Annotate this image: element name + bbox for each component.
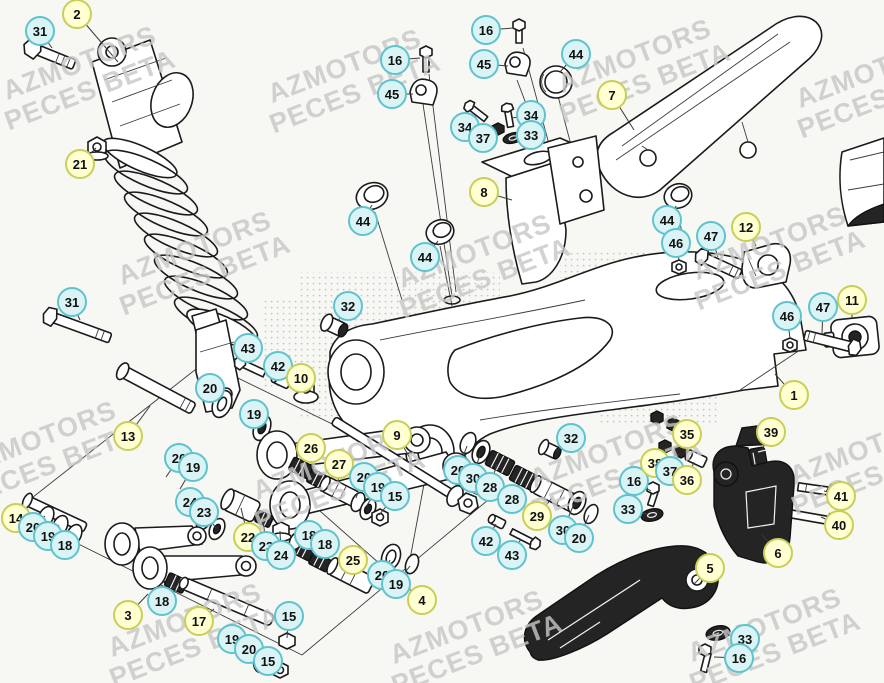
pivot-shaft-9 <box>331 416 479 515</box>
chain-guard <box>596 15 823 199</box>
dust-cap-44b <box>425 218 455 246</box>
bolt-16c <box>646 481 660 508</box>
bolt-16d <box>698 643 713 674</box>
bolt-34a <box>463 99 489 123</box>
shock-absorber <box>91 37 259 413</box>
washer-33a <box>502 131 524 145</box>
dust-cap-44c <box>663 182 693 210</box>
hose-clamp-45b <box>504 51 531 77</box>
shock-lower-nut <box>85 136 109 161</box>
bearing-cluster-b <box>291 540 420 594</box>
bushing-32b <box>537 438 562 460</box>
shock-upper-bolt <box>23 37 77 70</box>
nut-46a <box>671 259 687 275</box>
bolt-41 <box>796 482 841 499</box>
dust-cap-44a <box>355 181 389 211</box>
tie-rod-17 <box>163 572 296 679</box>
chain-guide <box>712 423 795 564</box>
mud-flap-bracket <box>481 135 605 285</box>
nut-37a <box>491 122 505 136</box>
bearing-cluster-c <box>459 431 599 551</box>
sensor-bolt-16a <box>419 45 433 73</box>
chain-slider <box>523 545 731 674</box>
swingarm-rear-corner <box>839 137 884 227</box>
dust-cap-44d <box>539 65 573 99</box>
bolt-47b <box>803 329 862 357</box>
chain-adjuster-12 <box>741 242 792 289</box>
nut-46b <box>782 337 798 353</box>
hose-clamp-45a <box>409 78 438 106</box>
sensor-bolt-16b <box>512 18 526 44</box>
pivot-bolt-left <box>42 306 113 344</box>
pivot-pin-13 <box>115 362 196 414</box>
bolt-34b <box>500 102 515 129</box>
